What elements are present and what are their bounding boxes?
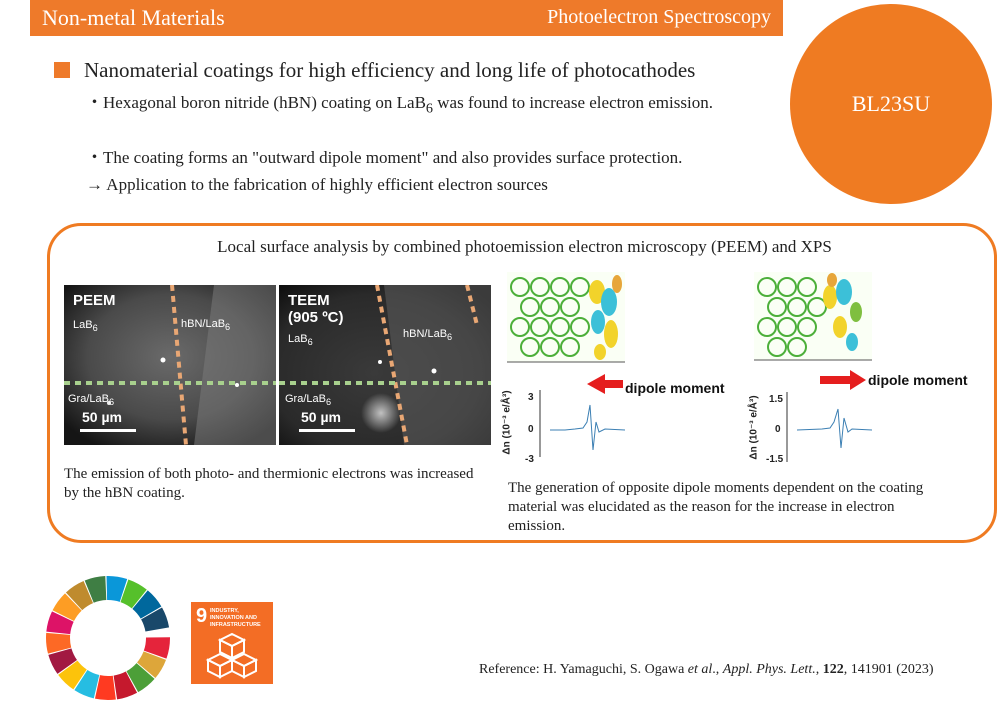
figure-frame bbox=[47, 223, 997, 543]
subscript: 6 bbox=[325, 397, 332, 408]
gra-structure-graphic bbox=[754, 272, 873, 462]
teem-lab6-text: LaB bbox=[288, 333, 308, 345]
teem-gra-text: Gra/LaB bbox=[285, 393, 326, 405]
subscript: 6 bbox=[307, 337, 313, 348]
teem-temp-label: (905 ºC) bbox=[288, 309, 344, 326]
sdg-wheel-icon bbox=[46, 576, 170, 700]
bullet-hbn-text: ・Hexagonal boron nitride (hBN) coating o… bbox=[86, 93, 426, 112]
sdg9-number: 9 bbox=[196, 605, 208, 627]
bullet-hbn-text-end: was found to increase electron emission. bbox=[433, 93, 713, 112]
caption-peem: The emission of both photo- and thermion… bbox=[64, 466, 474, 501]
teem-hbn-text: hBN/LaB bbox=[403, 328, 448, 340]
peem-scale-bar bbox=[80, 429, 136, 432]
subscript: 6 bbox=[225, 322, 231, 333]
beamline-label: BL23SU bbox=[851, 91, 931, 116]
peem-gra-text: Gra/LaB bbox=[68, 393, 109, 405]
teem-hbn-label: hBN/LaB6 bbox=[403, 328, 452, 342]
peem-image: PEEM LaB6 hBN/LaB6 Gra/LaB6 50 µm bbox=[64, 285, 276, 445]
reference-sep: ., bbox=[712, 662, 723, 677]
caption-dipole: The generation of opposite dipole moment… bbox=[508, 480, 924, 534]
beamline-badge: BL23SU bbox=[790, 4, 992, 204]
teem-scale-bar bbox=[299, 429, 355, 432]
teem-image: TEEM (905 ºC) LaB6 hBN/LaB6 Gra/LaB6 50 … bbox=[279, 285, 491, 445]
tick-bot-gra: -1.5 bbox=[766, 454, 784, 465]
peem-gra-label: Gra/LaB6 bbox=[68, 393, 114, 407]
tick-mid-gra: 0 bbox=[775, 424, 781, 435]
teem-lab6-label: LaB6 bbox=[288, 333, 313, 347]
sdg9-label: INDUSTRY, INNOVATION AND INFRASTRUCTURE bbox=[210, 608, 261, 628]
teem-gra-label: Gra/LaB6 bbox=[285, 393, 331, 407]
subscript: 6 bbox=[447, 332, 453, 343]
section-heading: Nanomaterial coatings for high efficienc… bbox=[84, 58, 696, 82]
dipole-axis-hbn: Δn (10⁻³ e/Å³) bbox=[501, 390, 513, 455]
peem-hbn-text: hBN/LaB bbox=[181, 318, 226, 330]
teem-label: TEEM bbox=[288, 292, 330, 309]
infrastructure-cubes-icon bbox=[205, 632, 259, 679]
peem-label: PEEM bbox=[73, 292, 116, 309]
reference-volume: 122 bbox=[822, 662, 844, 677]
reference-pages: , 141901 (2023) bbox=[843, 662, 934, 677]
peem-lab6-text: LaB bbox=[73, 319, 93, 331]
teem-texture bbox=[279, 285, 491, 445]
header-bar: Non-metal Materials Photoelectron Spectr… bbox=[30, 0, 783, 36]
tick-mid-hbn: 0 bbox=[528, 424, 534, 435]
bullet-dipole: ・The coating forms an "outward dipole mo… bbox=[86, 148, 683, 167]
dipole-label-hbn: dipole moment bbox=[625, 380, 725, 396]
dipole-axis-gra: Δn (10⁻³ e/Å³) bbox=[748, 395, 760, 460]
bullet-application: → Application to the fabrication of high… bbox=[86, 175, 548, 194]
figure-title: Local surface analysis by combined photo… bbox=[217, 237, 832, 256]
tick-top-gra: 1.5 bbox=[769, 394, 783, 405]
teem-scale-label: 50 µm bbox=[301, 409, 341, 425]
subscript: 6 bbox=[108, 397, 115, 408]
peem-scale-label: 50 µm bbox=[82, 409, 122, 425]
peem-hbn-label: hBN/LaB6 bbox=[181, 318, 230, 332]
reference-sep2: , bbox=[815, 662, 823, 677]
bullet-hbn-coating: ・Hexagonal boron nitride (hBN) coating o… bbox=[86, 92, 766, 119]
reference-journal: Appl. Phys. Lett. bbox=[722, 662, 816, 677]
tick-top-hbn: 3 bbox=[528, 392, 534, 403]
sdg9-tile: 9 INDUSTRY, INNOVATION AND INFRASTRUCTUR… bbox=[191, 602, 273, 684]
technique-title: Photoelectron Spectroscopy bbox=[547, 6, 771, 28]
bullet-square-icon bbox=[54, 62, 70, 78]
dipole-label-gra: dipole moment bbox=[868, 372, 968, 388]
dipole-panel-gra: dipole moment Δn (10⁻³ e/Å³) 1.5 0 -1.5 bbox=[748, 272, 997, 467]
reference-citation: Reference: H. Yamaguchi, S. Ogawa et al.… bbox=[479, 662, 934, 678]
peem-lab6-label: LaB6 bbox=[73, 319, 98, 333]
reference-authors: Reference: H. Yamaguchi, S. Ogawa bbox=[479, 662, 688, 677]
category-title: Non-metal Materials bbox=[42, 5, 225, 30]
hbn-structure-graphic bbox=[507, 272, 626, 457]
peem-texture bbox=[64, 285, 276, 445]
subscript: 6 bbox=[92, 323, 98, 334]
reference-etal: et al bbox=[687, 662, 713, 677]
subscript: 6 bbox=[425, 100, 433, 117]
tick-bot-hbn: -3 bbox=[525, 454, 534, 465]
dipole-panel-hbn: dipole moment Δn (10⁻³ e/Å³) 3 0 -3 bbox=[501, 272, 755, 467]
